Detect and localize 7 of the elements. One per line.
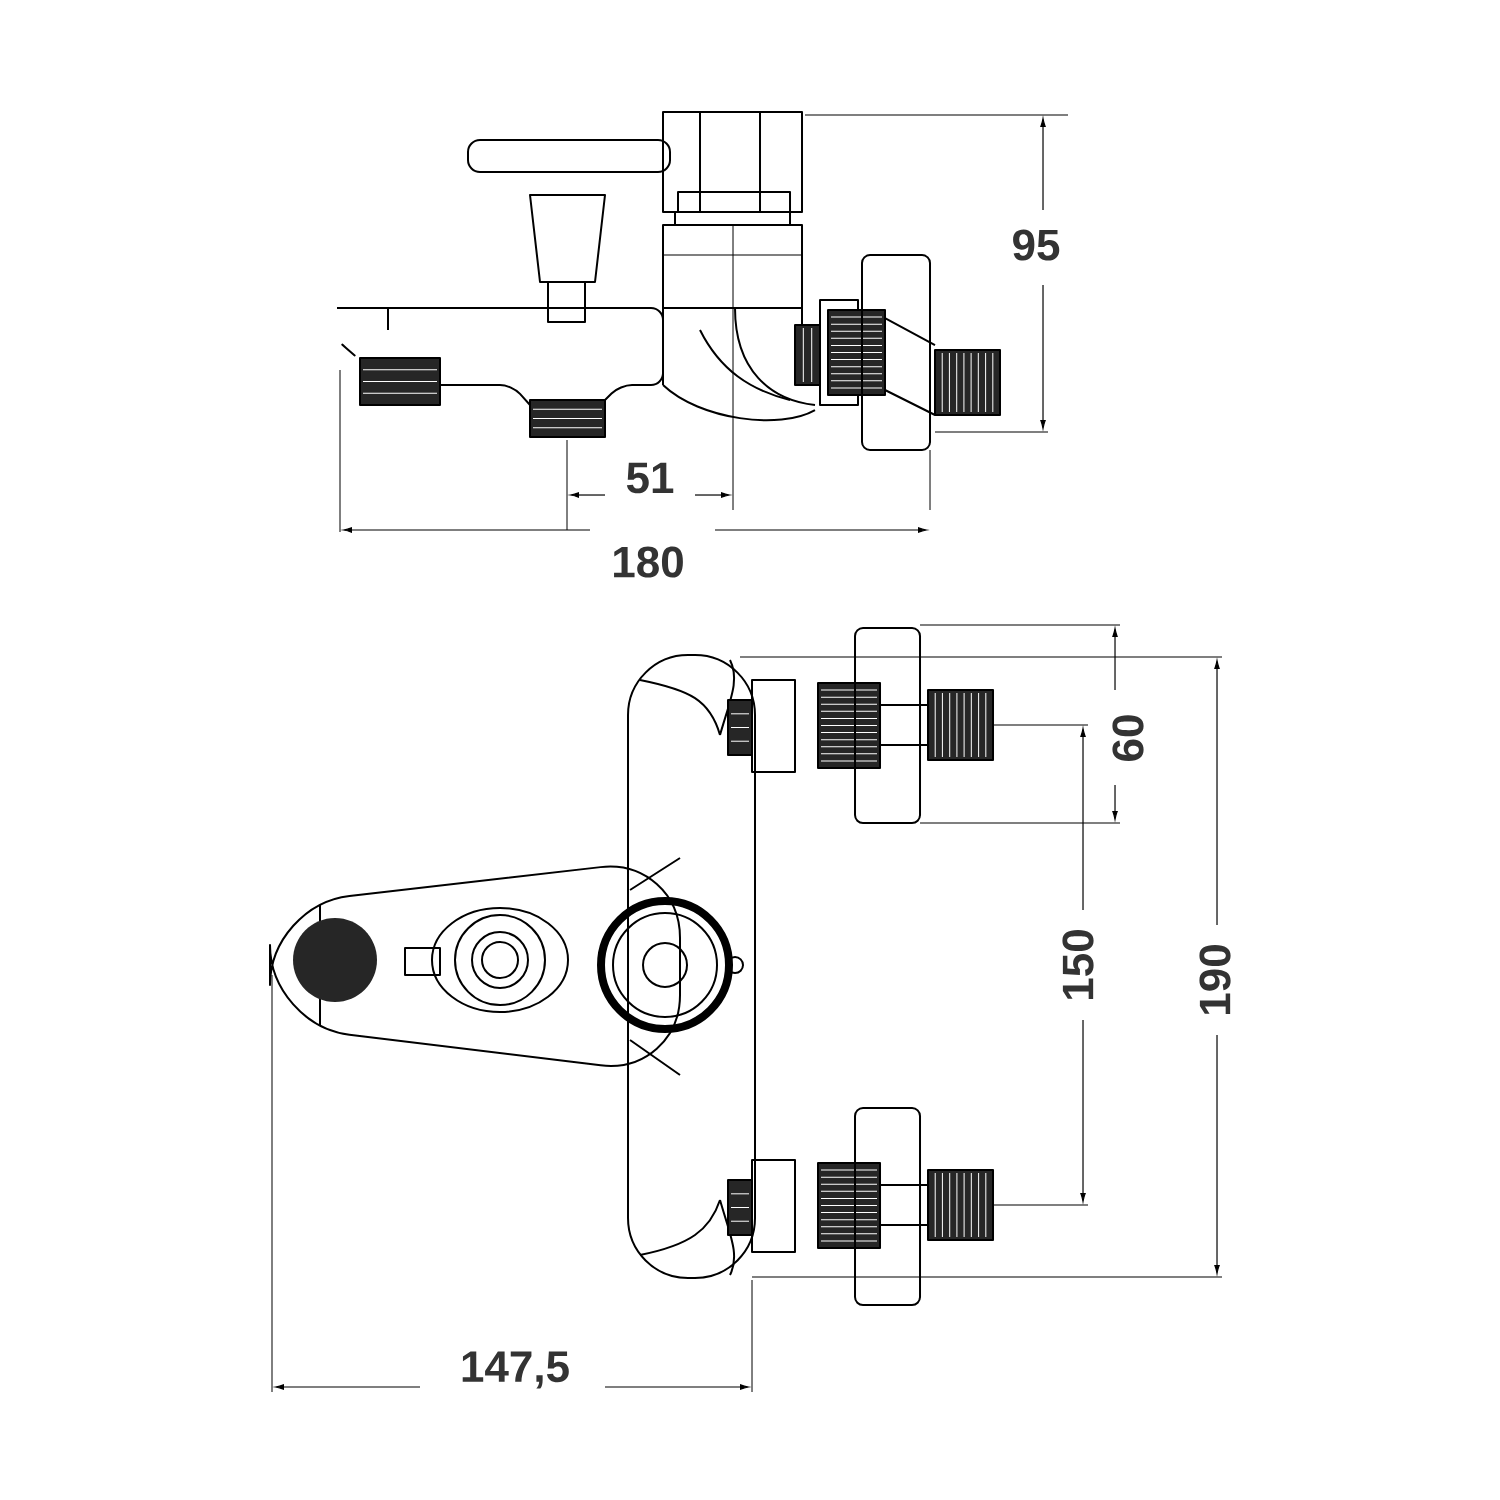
dimension-label: 51 (626, 462, 674, 494)
dimension-label: 190 (1199, 945, 1231, 1014)
dimension-label: 150 (1062, 930, 1094, 999)
dimension-label: 95 (1013, 229, 1060, 261)
dimension-label: 60 (1112, 715, 1144, 761)
dimension-label: 180 (614, 546, 683, 578)
dimension-label: 147,5 (462, 1351, 569, 1389)
